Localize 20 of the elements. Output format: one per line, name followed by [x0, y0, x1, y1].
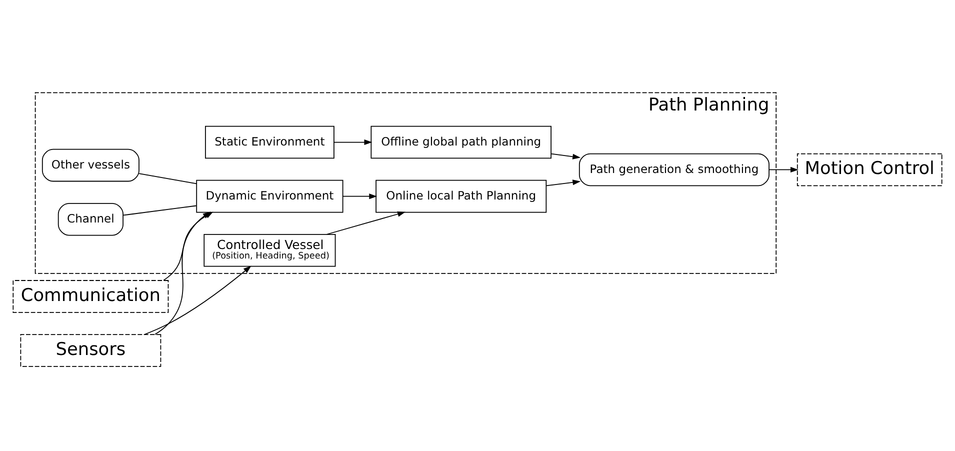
connector	[138, 172, 197, 184]
node-box: Offline global path planning	[370, 125, 552, 158]
arrow	[550, 152, 581, 159]
node-box: Path generation & smoothing	[578, 152, 770, 186]
arrow	[546, 179, 581, 186]
connector	[122, 204, 197, 216]
node-box: Static Environment	[205, 125, 334, 158]
node-box: Channel	[58, 202, 124, 236]
node-box: Online local Path Planning	[376, 179, 547, 212]
node-box: Sensors	[20, 334, 162, 366]
arrow	[342, 193, 378, 199]
node-box: Motion Control	[796, 152, 942, 186]
node-box: Communication	[12, 280, 169, 312]
node-box: Dynamic Environment	[196, 179, 344, 212]
node-box: Other vessels	[42, 148, 140, 182]
arrow	[768, 166, 798, 172]
arrow	[334, 138, 372, 145]
arrow	[326, 210, 406, 234]
arrow	[144, 265, 252, 334]
node-box: Controlled Vessel (Position, Heading, Speed)	[204, 233, 336, 266]
